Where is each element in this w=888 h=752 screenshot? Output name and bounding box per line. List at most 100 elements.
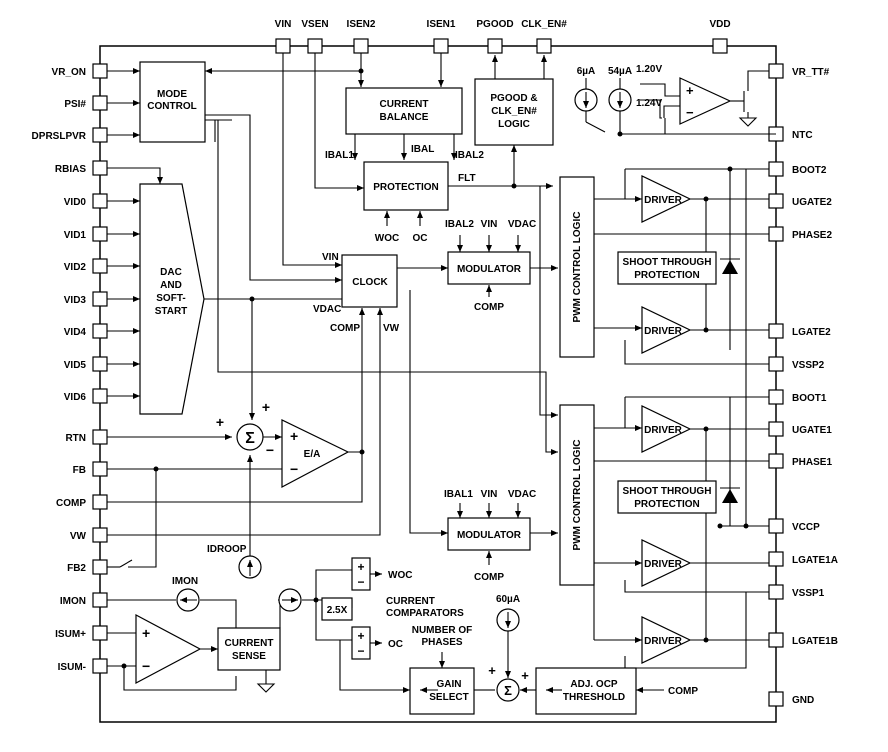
svg-text:CURRENT: CURRENT xyxy=(380,99,429,110)
svg-text:AND: AND xyxy=(160,280,182,291)
svg-text:DAC: DAC xyxy=(160,267,182,278)
label-current-comparators-2: COMPARATORS xyxy=(386,608,464,619)
pin-vr-on xyxy=(92,63,108,79)
idroop-source xyxy=(238,555,262,579)
svg-text:+: + xyxy=(357,629,364,643)
label-comp-clock: COMP xyxy=(330,323,360,334)
pin-lgate1b xyxy=(768,632,784,648)
label-flt: FLT xyxy=(458,173,476,184)
svg-text:BALANCE: BALANCE xyxy=(380,112,429,123)
pin-psi xyxy=(92,95,108,111)
svg-text:SELECT: SELECT xyxy=(429,692,468,703)
svg-text:DRIVER: DRIVER xyxy=(644,559,683,570)
label-comp-mod-top: COMP xyxy=(474,302,504,313)
source-54ua xyxy=(608,88,632,112)
svg-text:LOGIC: LOGIC xyxy=(498,119,530,130)
wiring xyxy=(107,53,776,693)
diode-top xyxy=(720,258,740,274)
pin-lgate2 xyxy=(768,323,784,339)
pin-dprslpvr-label: DPRSLPVR xyxy=(32,131,87,142)
current-balance-block: CURRENT BALANCE xyxy=(345,87,463,135)
clock-block: CLOCK xyxy=(341,254,398,308)
pin-phase2 xyxy=(768,226,784,242)
pin-pgood xyxy=(487,38,503,54)
pin-isum-n xyxy=(92,658,108,674)
pin-vid4-label: VID4 xyxy=(64,327,87,338)
pin-vid3-label: VID3 xyxy=(64,295,87,306)
source-60ua xyxy=(496,608,520,632)
pin-vssp1-label: VSSP1 xyxy=(792,588,825,599)
svg-text:+: + xyxy=(262,399,270,415)
pwm-top-block: PWM CONTROL LOGIC xyxy=(559,176,595,358)
svg-text:PGOOD &: PGOOD & xyxy=(490,93,537,104)
svg-text:SHOOT THROUGH: SHOOT THROUGH xyxy=(623,257,712,268)
modulator-top-block: MODULATOR xyxy=(447,251,531,285)
pin-vid0 xyxy=(92,193,108,209)
pin-vw xyxy=(92,527,108,543)
pin-lgate1a-label: LGATE1A xyxy=(792,555,838,566)
pgood-logic-block: PGOOD & CLK_EN# LOGIC xyxy=(474,78,554,146)
pin-vssp1 xyxy=(768,584,784,600)
summer-vdac: Σ + + − xyxy=(216,399,274,458)
pin-isen2-label: ISEN2 xyxy=(347,19,376,30)
label-ibal: IBAL xyxy=(411,144,434,155)
svg-text:SOFT-: SOFT- xyxy=(156,293,185,304)
svg-text:+: + xyxy=(357,560,364,574)
pin-vin-label: VIN xyxy=(275,19,292,30)
pin-vid5 xyxy=(92,356,108,372)
pin-vdd xyxy=(712,38,728,54)
svg-text:PROTECTION: PROTECTION xyxy=(373,182,439,193)
pin-vssp2-label: VSSP2 xyxy=(792,360,825,371)
pin-gnd-label: GND xyxy=(792,695,814,706)
pin-vin xyxy=(275,38,291,54)
pin-boot1 xyxy=(768,389,784,405)
svg-text:START: START xyxy=(155,306,188,317)
label-vw-clock: VW xyxy=(383,323,400,334)
pin-boot2 xyxy=(768,161,784,177)
label-vdac-mod-top: VDAC xyxy=(508,219,536,230)
svg-text:+: + xyxy=(216,414,224,430)
svg-text:CLOCK: CLOCK xyxy=(352,277,388,288)
label-oc-top: OC xyxy=(413,233,428,244)
pin-vsen xyxy=(307,38,323,54)
adj-ocp-block: ADJ. OCP THRESHOLD xyxy=(535,667,637,715)
pin-vid5-label: VID5 xyxy=(64,360,87,371)
svg-text:2.5X: 2.5X xyxy=(327,605,348,616)
svg-text:DRIVER: DRIVER xyxy=(644,195,683,206)
pin-ugate2 xyxy=(768,193,784,209)
svg-text:+: + xyxy=(521,668,529,683)
pin-vccp xyxy=(768,518,784,534)
thermal-comparator: + − xyxy=(679,77,732,125)
pin-phase1-label: PHASE1 xyxy=(792,457,832,468)
label-54ua: 54µA xyxy=(608,66,632,77)
label-60ua: 60µA xyxy=(496,594,520,605)
svg-text:+: + xyxy=(142,625,150,641)
pin-pgood-label: PGOOD xyxy=(476,19,513,30)
svg-text:PWM CONTROL LOGIC: PWM CONTROL LOGIC xyxy=(572,212,583,323)
pin-vid3 xyxy=(92,291,108,307)
pin-psi-label: PSI# xyxy=(64,99,86,110)
current-sense-block: CURRENT SENSE xyxy=(217,627,281,671)
driver-ugate2: DRIVER xyxy=(641,175,692,223)
pin-vid6 xyxy=(92,388,108,404)
svg-text:Σ: Σ xyxy=(504,683,512,698)
svg-text:+: + xyxy=(290,428,298,444)
comparator-oc: + − xyxy=(351,626,371,660)
pin-vr-tt-label: VR_TT# xyxy=(792,67,830,78)
label-comp-mod-bottom: COMP xyxy=(474,572,504,583)
svg-text:−: − xyxy=(357,575,364,589)
svg-text:DRIVER: DRIVER xyxy=(644,425,683,436)
svg-text:−: − xyxy=(290,461,298,477)
pin-rtn xyxy=(92,429,108,445)
label-6ua: 6µA xyxy=(577,66,596,77)
mode-control-block: MODE CONTROL xyxy=(139,61,206,143)
label-number-phases-2: PHASES xyxy=(421,637,462,648)
pin-comp xyxy=(92,494,108,510)
label-vin-mod-top: VIN xyxy=(481,219,498,230)
label-ibal1-mod: IBAL1 xyxy=(444,489,473,500)
svg-text:+: + xyxy=(686,83,694,98)
label-vin-clock: VIN xyxy=(322,252,339,263)
pin-vid4 xyxy=(92,323,108,339)
dac-block: DAC AND SOFT- START xyxy=(139,183,205,415)
